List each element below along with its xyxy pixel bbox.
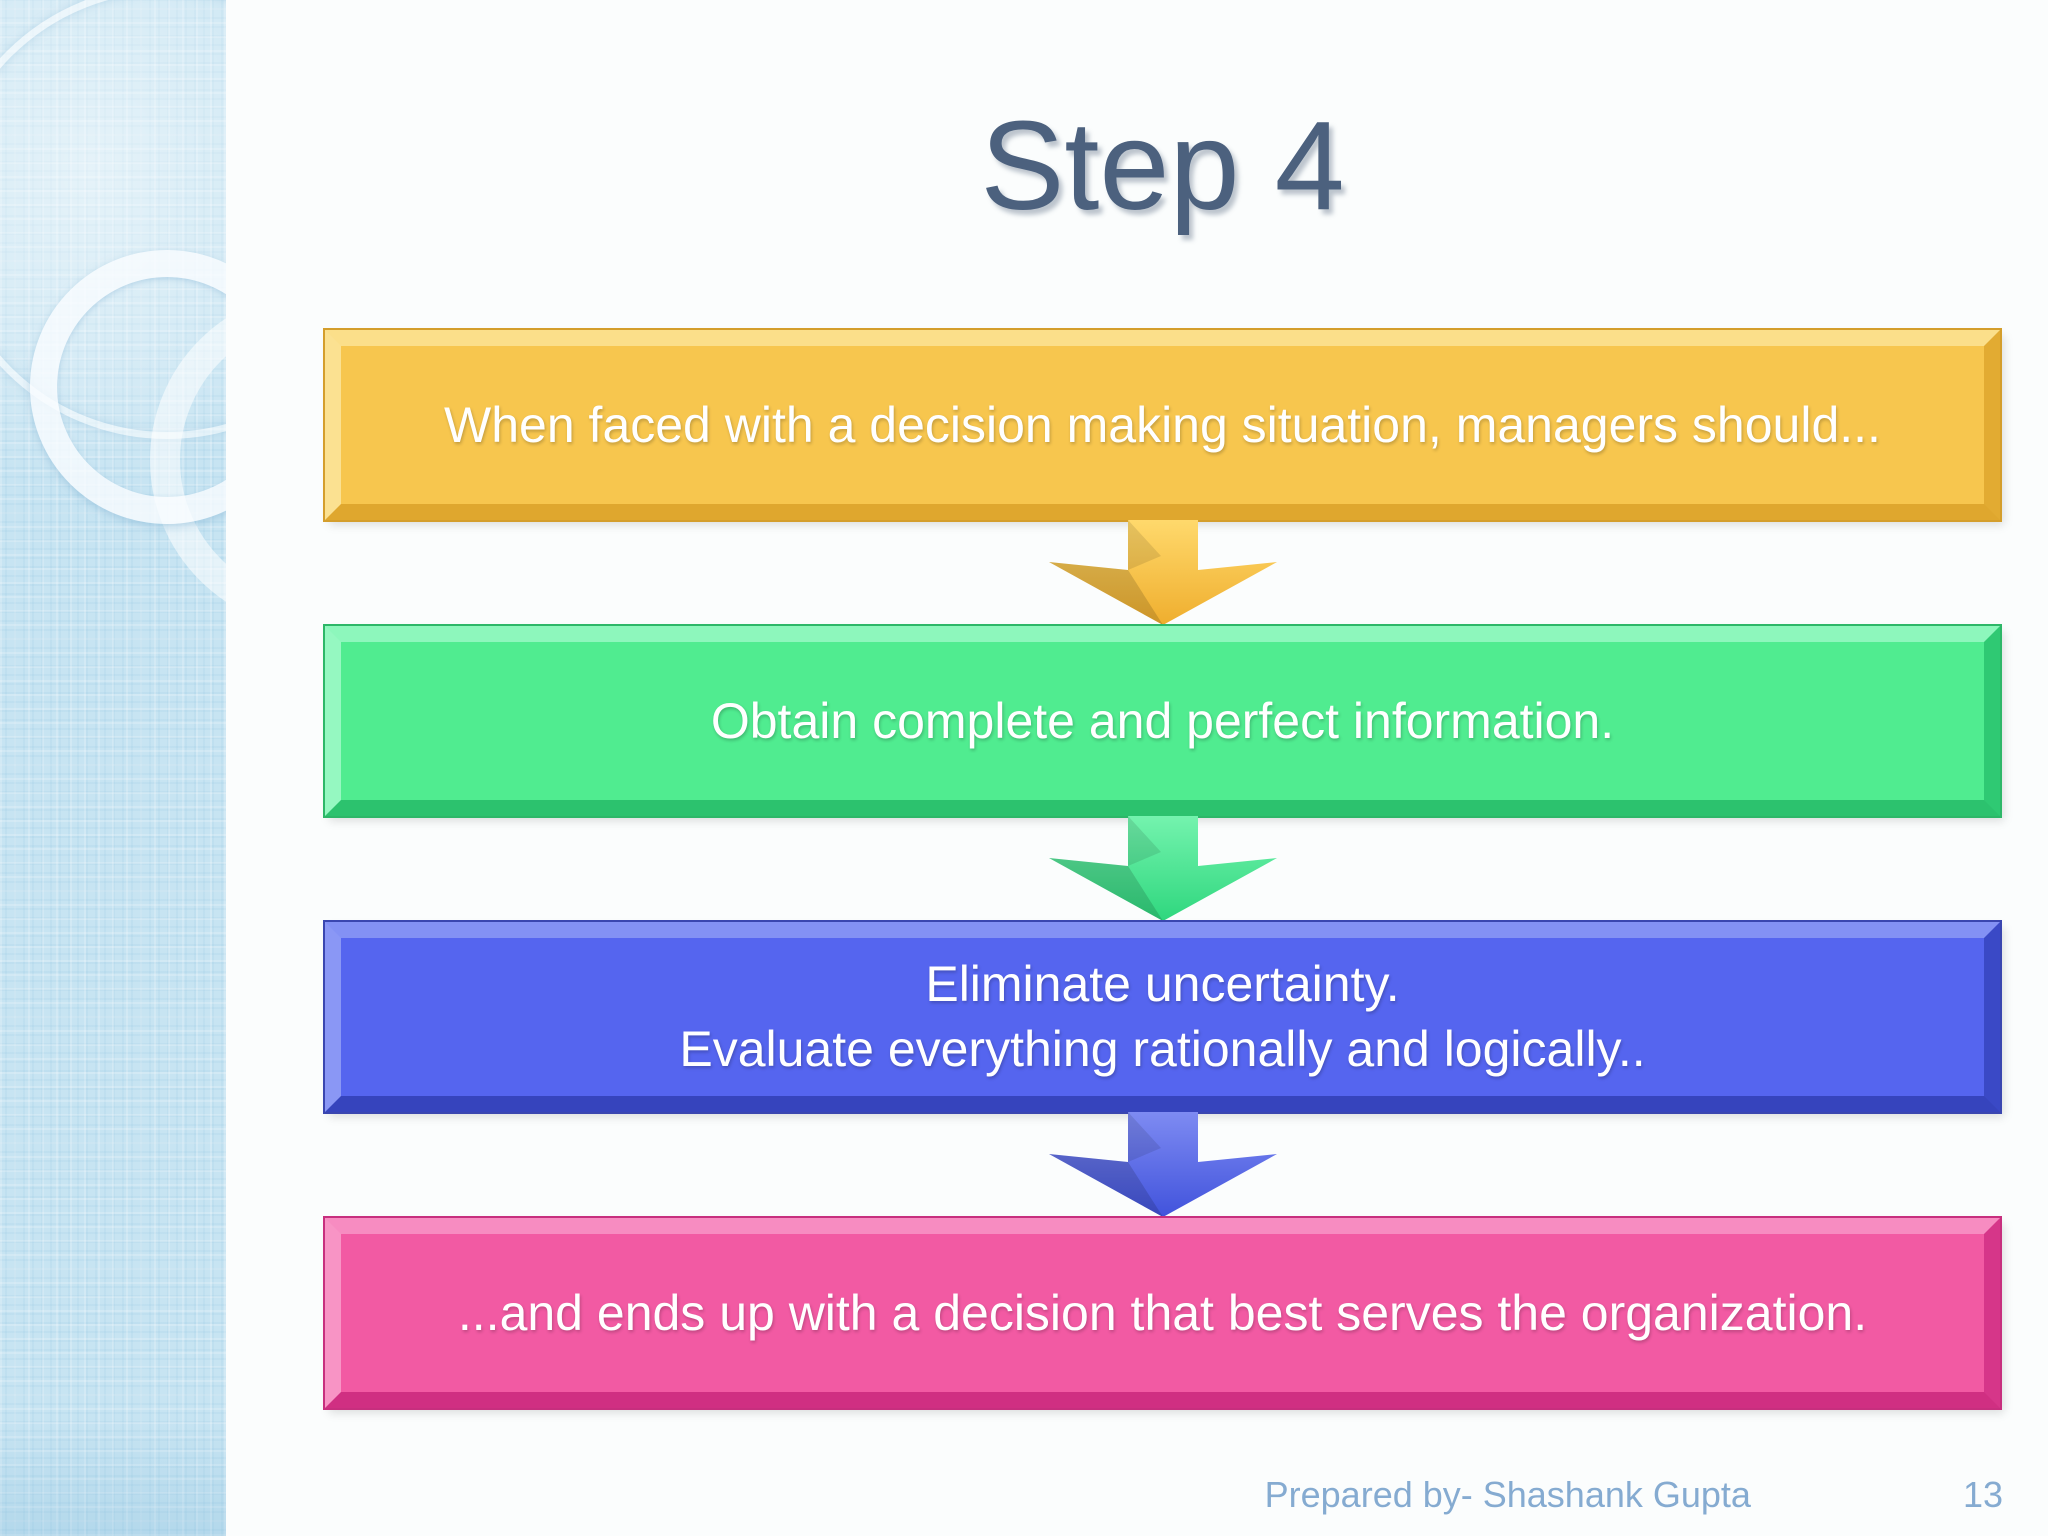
- page-title: Step 4: [980, 95, 1345, 236]
- decorative-sidebar: [0, 0, 226, 1536]
- down-arrow-icon: [1048, 520, 1277, 626]
- slide-footer: Prepared by- Shashank Gupta 13: [226, 1474, 2003, 1516]
- step-box-3-line-1: Eliminate uncertainty.: [925, 956, 1400, 1013]
- step-box-1-text: When faced with a decision making situat…: [444, 396, 1881, 453]
- step-box-2: Obtain complete and perfect information.: [323, 624, 2002, 819]
- prepared-by-text: Prepared by- Shashank Gupta: [1264, 1474, 1751, 1515]
- step-box-2-text: Obtain complete and perfect information.: [710, 692, 1615, 749]
- step-box-3-line-2: Evaluate everything rationally and logic…: [679, 1021, 1646, 1078]
- down-arrow-icon: [1048, 816, 1277, 922]
- step-box-3: Eliminate uncertainty. Evaluate everythi…: [323, 920, 2002, 1115]
- process-flow-diagram: When faced with a decision making situat…: [323, 328, 2002, 1411]
- slide-content: Step 4 When faced with a decision making…: [323, 0, 2002, 1411]
- step-box-4: ...and ends up with a decision that best…: [323, 1216, 2002, 1411]
- down-arrow-icon: [1048, 1112, 1277, 1218]
- step-box-1: When faced with a decision making situat…: [323, 328, 2002, 523]
- page-number: 13: [1962, 1474, 2003, 1515]
- step-box-4-text: ...and ends up with a decision that best…: [457, 1284, 1868, 1341]
